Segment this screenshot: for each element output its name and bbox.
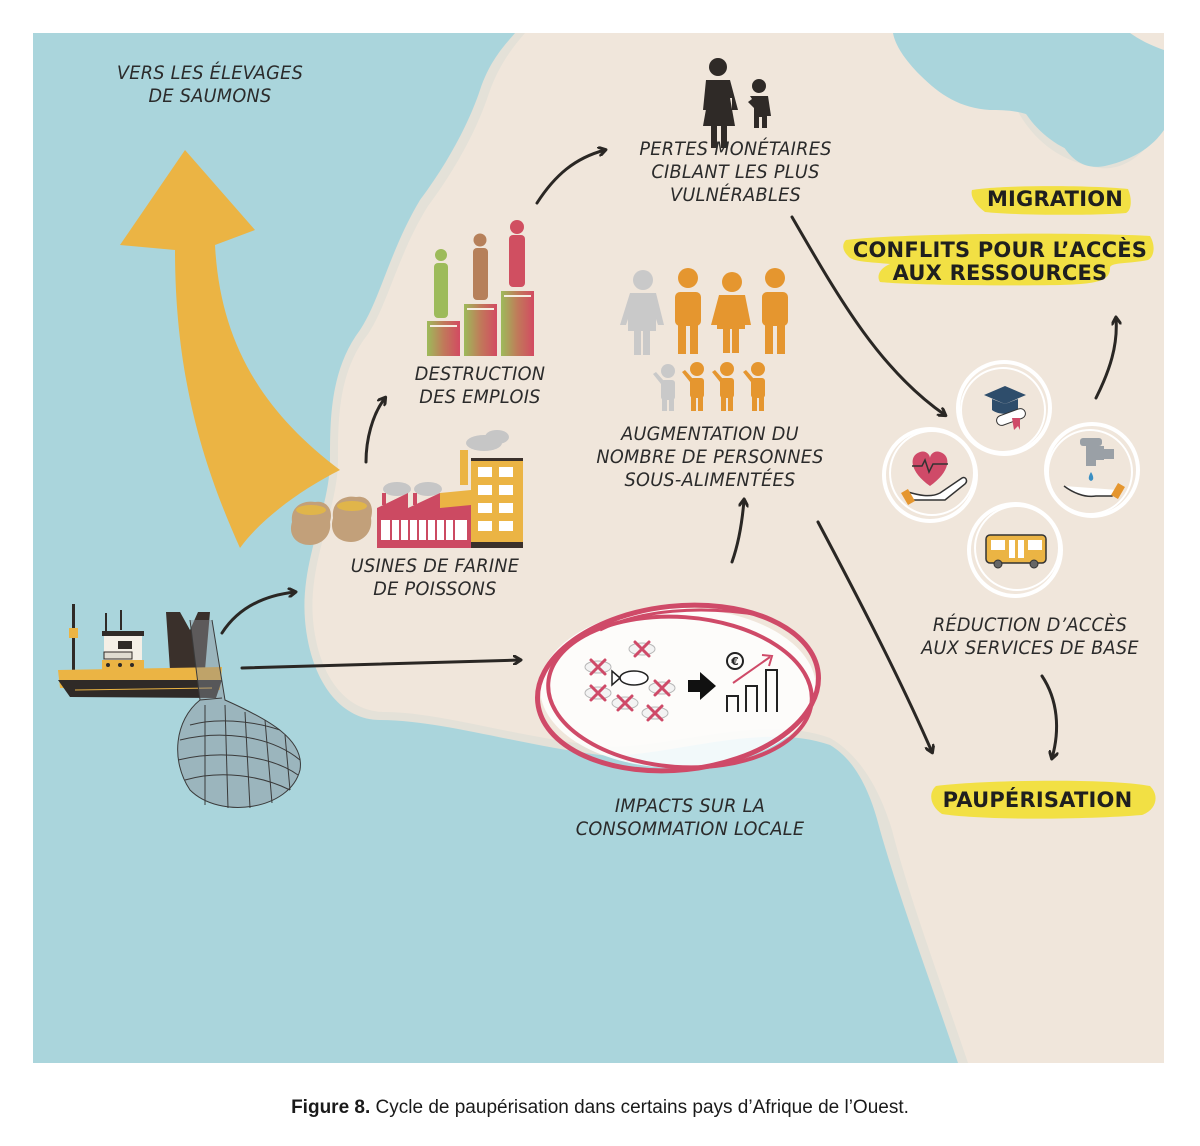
services-label-line: RÉDUCTION D’ACCÈS bbox=[932, 614, 1128, 636]
money-loss-label-line: PERTES MONÉTAIRES bbox=[639, 138, 832, 160]
fishmeal-factory-icon bbox=[377, 430, 523, 548]
figure-number: Figure 8. bbox=[291, 1097, 371, 1118]
mother-child-icon bbox=[703, 58, 771, 148]
arrow-hunger-to-pauperisation bbox=[816, 520, 932, 752]
arrow-jobs-to-moneyloss bbox=[535, 150, 605, 205]
salmon-label-line: VERS LES ÉLEVAGES bbox=[116, 62, 304, 84]
services-label-line: AUX SERVICES DE BASE bbox=[921, 637, 1139, 659]
water-icon bbox=[1063, 438, 1125, 500]
services-cluster bbox=[882, 360, 1140, 598]
hunger-label: AUGMENTATION DU NOMBRE DE PERSONNES SOUS… bbox=[589, 423, 831, 492]
bay bbox=[893, 33, 1164, 167]
svg-text:€: € bbox=[730, 655, 739, 668]
fishing-net-icon bbox=[177, 619, 301, 809]
figure-caption: Figure 8. Cycle de paupérisation dans ce… bbox=[0, 1097, 1200, 1119]
jobs-label-line: DESTRUCTION bbox=[414, 363, 546, 385]
caption-text: Cycle de paupérisation dans certains pay… bbox=[370, 1097, 909, 1118]
services-label: RÉDUCTION D’ACCÈS AUX SERVICES DE BASE bbox=[904, 614, 1155, 660]
crossed-fish-icon bbox=[584, 640, 676, 722]
factory-label-line: USINES DE FARINE bbox=[350, 555, 520, 577]
impacts-label-line: CONSOMMATION LOCALE bbox=[575, 818, 805, 840]
money-loss-label: PERTES MONÉTAIRES CIBLANT LES PLUS VULNÉ… bbox=[608, 138, 864, 207]
arrow-moneyloss-to-services bbox=[790, 215, 945, 415]
factory-label: USINES DE FARINE DE POISSONS bbox=[328, 555, 542, 601]
podium-people-icon bbox=[427, 220, 534, 356]
transport-icon bbox=[985, 534, 1047, 569]
hunger-label-line: AUGMENTATION DU bbox=[621, 423, 799, 445]
education-icon bbox=[984, 386, 1026, 430]
impacts-label-line: IMPACTS SUR LA bbox=[614, 795, 766, 817]
money-loss-label-line: CIBLANT LES PLUS bbox=[651, 161, 820, 183]
conflicts-outcome-line: AUX RESSOURCES bbox=[892, 261, 1108, 285]
hunger-label-line: SOUS-ALIMENTÉES bbox=[624, 469, 796, 491]
islet bbox=[1130, 33, 1164, 50]
impacts-circle bbox=[535, 602, 821, 774]
hunger-label-line: NOMBRE DE PERSONNES bbox=[596, 446, 824, 468]
trawler-icon bbox=[58, 604, 222, 698]
factory-label-line: DE POISSONS bbox=[373, 578, 497, 600]
salmon-label-line: DE SAUMONS bbox=[148, 85, 272, 107]
health-icon bbox=[901, 451, 968, 506]
conflicts-outcome: CONFLITS POUR L’ACCÈS AUX RESSOURCES bbox=[830, 239, 1170, 285]
migration-outcome: MIGRATION bbox=[986, 187, 1124, 211]
arrow-boat-to-impacts bbox=[240, 660, 520, 670]
arrow-services-to-pauperisation bbox=[1040, 674, 1057, 758]
flow-arrows bbox=[220, 150, 1116, 758]
arrow-services-to-migration bbox=[1094, 318, 1116, 400]
family-group-icon bbox=[620, 268, 788, 411]
pauperisation-outcome: PAUPÉRISATION bbox=[942, 788, 1133, 812]
conflicts-outcome-line: CONFLITS POUR L’ACCÈS bbox=[852, 238, 1148, 262]
highlights bbox=[843, 186, 1156, 819]
jobs-label: DESTRUCTION DES EMPLOIS bbox=[392, 363, 569, 409]
money-loss-label-line: VULNÉRABLES bbox=[669, 184, 802, 206]
euro-price-rise-icon: € bbox=[726, 652, 778, 712]
arrow-right-icon bbox=[688, 672, 716, 700]
arrow-impacts-to-hunger bbox=[730, 500, 744, 564]
jobs-label-line: DES EMPLOIS bbox=[419, 386, 541, 408]
salmon-label: VERS LES ÉLEVAGES DE SAUMONS bbox=[80, 62, 340, 108]
meal-sacks-icon bbox=[290, 496, 372, 545]
salmon-arrow bbox=[120, 150, 340, 548]
impacts-label: IMPACTS SUR LA CONSOMMATION LOCALE bbox=[555, 795, 825, 841]
arrow-factory-to-jobs bbox=[364, 398, 385, 464]
arrow-boat-to-factory bbox=[220, 592, 295, 635]
